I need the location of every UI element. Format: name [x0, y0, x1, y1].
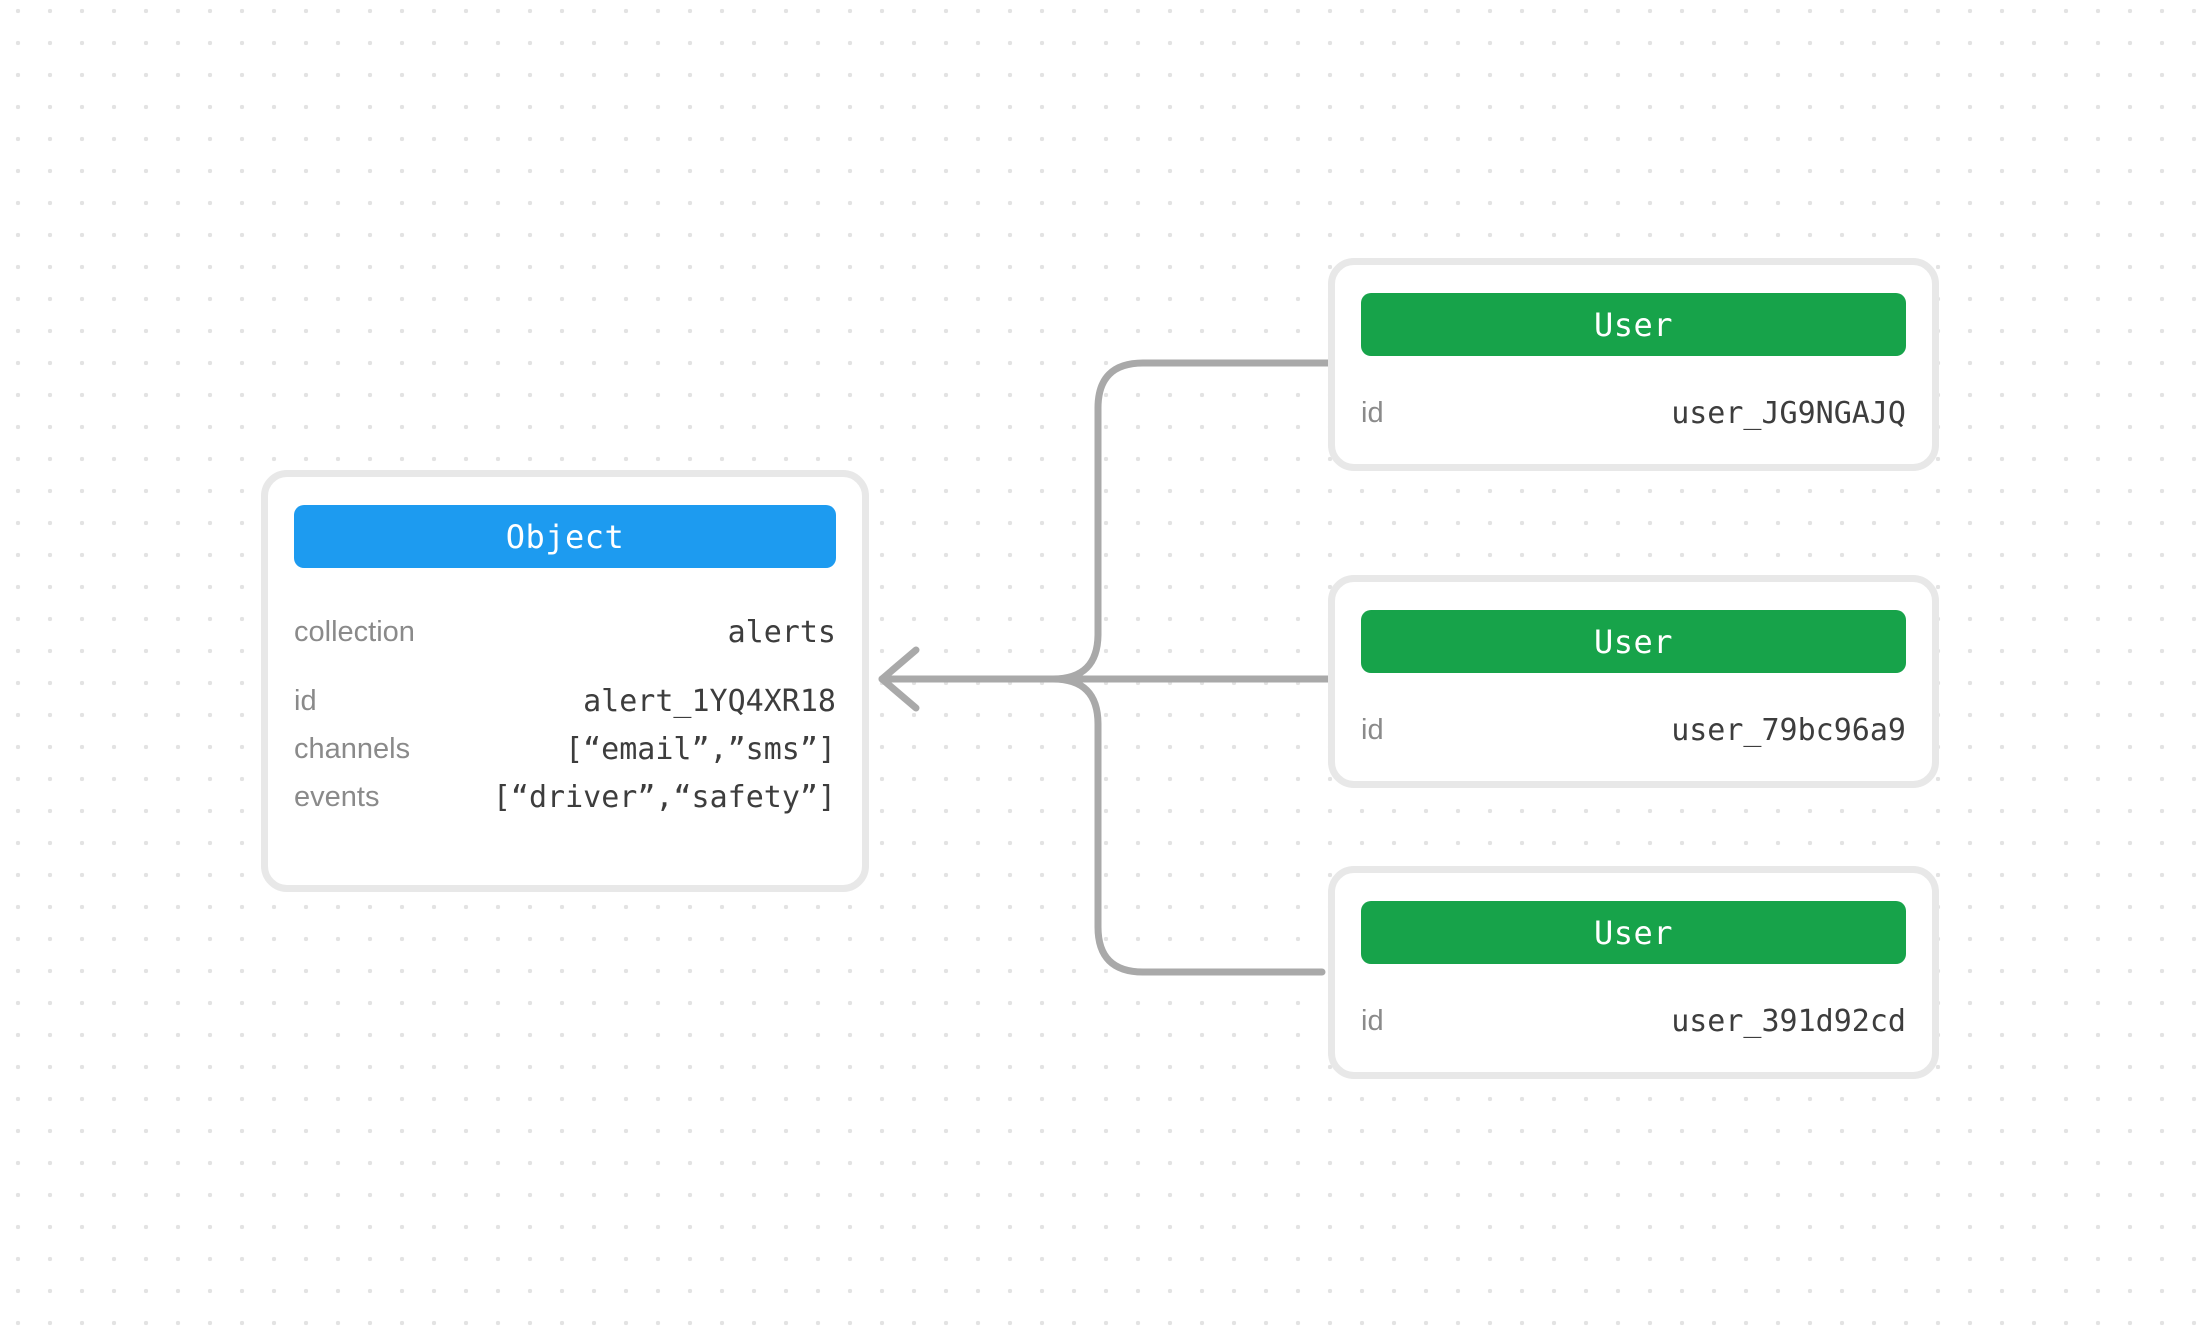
user-node-header: User	[1361, 901, 1906, 964]
connector-top-branch	[1049, 359, 1336, 683]
object-node[interactable]: Object collection alerts id alert_1YQ4XR…	[261, 470, 869, 892]
field-row-events: events [“driver”,“safety”]	[294, 773, 836, 821]
field-label-id: id	[1361, 713, 1384, 746]
field-row-channels: channels [“email”,”sms”]	[294, 725, 836, 773]
field-value-id: user_JG9NGAJQ	[1671, 395, 1906, 431]
field-value-id: user_391d92cd	[1671, 1003, 1906, 1039]
object-node-body: collection alerts id alert_1YQ4XR18 chan…	[294, 608, 836, 821]
field-value-channels: [“email”,”sms”]	[565, 731, 836, 767]
field-value-id: user_79bc96a9	[1671, 712, 1906, 748]
field-label-events: events	[294, 780, 380, 813]
user-node-header: User	[1361, 293, 1906, 356]
field-label-collection: collection	[294, 615, 415, 648]
connector-bottom-branch	[1049, 675, 1326, 976]
field-label-id: id	[1361, 396, 1384, 429]
field-row-collection: collection alerts	[294, 608, 836, 656]
user-node-1[interactable]: User id user_JG9NGAJQ	[1328, 258, 1939, 471]
field-row-id: id user_79bc96a9	[1361, 706, 1906, 754]
field-row-id: id alert_1YQ4XR18	[294, 677, 836, 725]
field-row-id: id user_JG9NGAJQ	[1361, 389, 1906, 437]
field-label-id: id	[294, 684, 317, 717]
field-value-collection: alerts	[727, 614, 836, 650]
field-label-channels: channels	[294, 732, 411, 765]
arrowhead-icon	[878, 646, 920, 712]
field-value-events: [“driver”,“safety”]	[492, 779, 836, 815]
user-node-3[interactable]: User id user_391d92cd	[1328, 866, 1939, 1079]
user-node-header: User	[1361, 610, 1906, 673]
field-value-id: alert_1YQ4XR18	[583, 683, 836, 719]
user-node-2[interactable]: User id user_79bc96a9	[1328, 575, 1939, 788]
field-row-id: id user_391d92cd	[1361, 997, 1906, 1045]
object-node-header: Object	[294, 505, 836, 568]
field-label-id: id	[1361, 1004, 1384, 1037]
